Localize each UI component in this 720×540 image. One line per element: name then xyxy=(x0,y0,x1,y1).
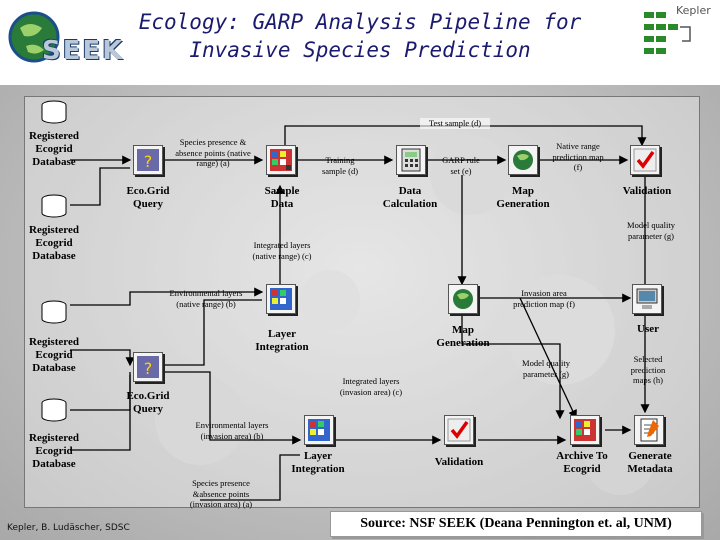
validation-label-bottom: Validation xyxy=(434,456,484,468)
credit-text: Kepler, B. Ludäscher, SDSC xyxy=(7,523,130,533)
generate-metadata-label: Generate Metadata xyxy=(627,450,673,475)
integrated-invasion-label: Integrated layers (invasion area) (c) xyxy=(339,376,403,397)
env-layers-invasion-label: Environmental layers (invasion area) (b) xyxy=(195,420,269,441)
map-generation-label: Map Generation xyxy=(496,185,550,210)
validation-icon[interactable] xyxy=(630,145,660,175)
data-calculation-label: Data Calculation xyxy=(382,185,438,210)
layer-integration-icon[interactable] xyxy=(266,284,296,314)
title-line-2: Invasive Species Prediction xyxy=(189,38,531,62)
env-layers-native-label: Environmental layers (native range) (b) xyxy=(169,288,243,309)
page-title: Ecology: GARP Analysis Pipeline for Inva… xyxy=(120,8,600,64)
layer-integration-icon-bottom[interactable] xyxy=(304,415,334,445)
integrated-native-label: Integrated layers (native range) (c) xyxy=(252,240,312,261)
database-icon xyxy=(40,300,68,324)
database-icon xyxy=(40,100,68,124)
user-icon[interactable] xyxy=(632,284,662,314)
seek-logo: SEEK xyxy=(6,6,156,68)
ecogrid-query-icon[interactable]: ? xyxy=(133,145,163,175)
database-label-4: Registered Ecogrid Database xyxy=(29,432,79,470)
kepler-logo-text: Kepler xyxy=(676,4,711,17)
archive-icon[interactable] xyxy=(570,415,600,445)
svg-text:?: ? xyxy=(144,152,153,171)
source-box: Source: NSF SEEK (Deana Pennington et. a… xyxy=(330,511,702,537)
training-sample-label: Training sample (d) xyxy=(321,155,359,176)
user-label: User xyxy=(637,323,659,335)
database-label-1: Registered Ecogrid Database xyxy=(29,130,79,168)
database-label-2: Registered Ecogrid Database xyxy=(29,224,79,262)
database-icon xyxy=(40,194,68,218)
layer-integration-label-bottom: Layer Integration xyxy=(291,450,345,475)
ecogrid-query-icon-bottom[interactable]: ? xyxy=(133,352,163,382)
validation-label: Validation xyxy=(622,185,672,197)
map-generation-label-mid: Map Generation xyxy=(436,324,490,349)
database-icon xyxy=(40,398,68,422)
test-sample-label: Test sample (d) xyxy=(420,118,490,129)
ecogrid-query-label: Eco.Grid Query xyxy=(126,185,170,210)
seek-logo-text: SEEK xyxy=(42,36,125,66)
map-generation-icon[interactable] xyxy=(448,284,478,314)
database-label-3: Registered Ecogrid Database xyxy=(29,336,79,374)
archive-label: Archive To Ecogrid xyxy=(556,450,608,475)
kepler-logo: Kepler xyxy=(640,2,716,60)
model-quality-label: Model quality parameter (g) xyxy=(627,220,675,241)
model-quality-label-2: Model quality parameter (g) xyxy=(522,358,570,379)
svg-text:?: ? xyxy=(144,359,153,378)
layer-integration-label: Layer Integration xyxy=(255,328,309,353)
species-invasion-label: Species presence &absence points (invasi… xyxy=(189,478,253,509)
native-range-map-label: Native range prediction map (f) xyxy=(552,141,604,172)
data-calculation-icon[interactable] xyxy=(396,145,426,175)
sample-data-icon[interactable] xyxy=(266,145,296,175)
sample-data-label: Sample Data xyxy=(264,185,300,210)
invasion-map-label: Invasion area prediction map (f) xyxy=(513,288,575,309)
ecogrid-query-label-bottom: Eco.Grid Query xyxy=(126,390,170,415)
map-generation-icon[interactable] xyxy=(508,145,538,175)
title-line-1: Ecology: GARP Analysis Pipeline for xyxy=(138,10,582,34)
selected-maps-label: Selected prediction maps (h) xyxy=(630,354,666,385)
validation-icon-bottom[interactable] xyxy=(444,415,474,445)
garp-rule-set-label: GARP rule set (e) xyxy=(442,155,480,176)
generate-metadata-icon[interactable] xyxy=(634,415,664,445)
species-presence-label: Species presence & absence points (nativ… xyxy=(175,137,251,168)
